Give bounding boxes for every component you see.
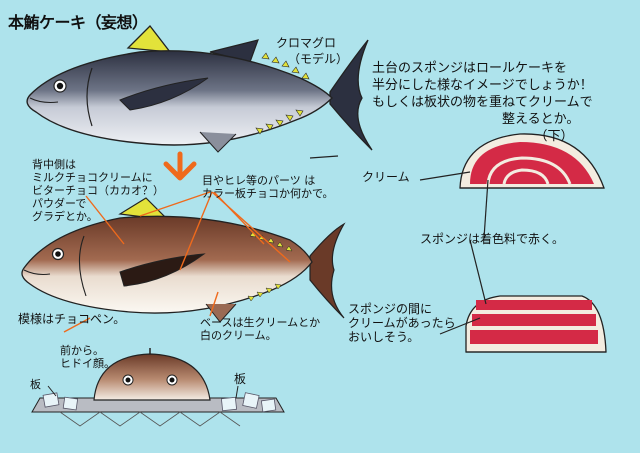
front-view-cake [31,348,285,427]
label-board-right: 板 [234,372,247,386]
label-board-left: 板 [30,378,41,391]
tuna-belly-fin [199,131,237,153]
orange-pointers [63,191,291,333]
label-sponge-red: スポンジは着色料で赤く。 [420,232,565,246]
label-model: （モデル） [288,52,349,66]
label-kuro-maguro: クロマグロ [276,36,337,50]
page-title: 本鮪ケーキ（妄想） [8,13,148,32]
label-fins: 目やヒレ等のパーツ は カラー板チョコか何かで。 [202,174,334,200]
label-sponge-note: 土台のスポンジはロールケーキを 半分にした様なイメージでしょうか！ もしくは板状… [372,61,593,144]
tuna-pectoral-fin [119,77,209,111]
label-cream: クリーム [362,170,410,184]
label-front-view: 前から。 ヒドイ顔。 [60,344,115,370]
label-pattern: 模様はチョコペン。 [18,312,126,326]
cross-section-layers [465,295,607,353]
tuna-body [26,50,333,146]
dome [93,353,211,401]
cake-belly-fin [205,303,237,323]
cake-tail [309,222,346,319]
down-arrow [163,151,197,181]
dark-pointers [309,155,489,335]
cross-section-roll [459,133,605,189]
tuna-tail [329,39,373,151]
label-cream-between: スポンジの間に クリームがあったら おいしそう。 [348,302,456,344]
label-back-side: 背中側は ミルクチョコクリームに ビターチョコ（カカオ？） パウダーで グラデと… [32,158,164,223]
board-pattern [59,411,241,427]
tuna-gill-line [86,67,93,127]
tuna-finlets [255,52,310,135]
tuna-model-drawing [26,25,373,153]
ice-cubes [42,392,277,413]
tuna-dorsal-fin [126,25,172,53]
label-base: ベースは生クリームとか 白のクリーム。 [200,316,321,342]
